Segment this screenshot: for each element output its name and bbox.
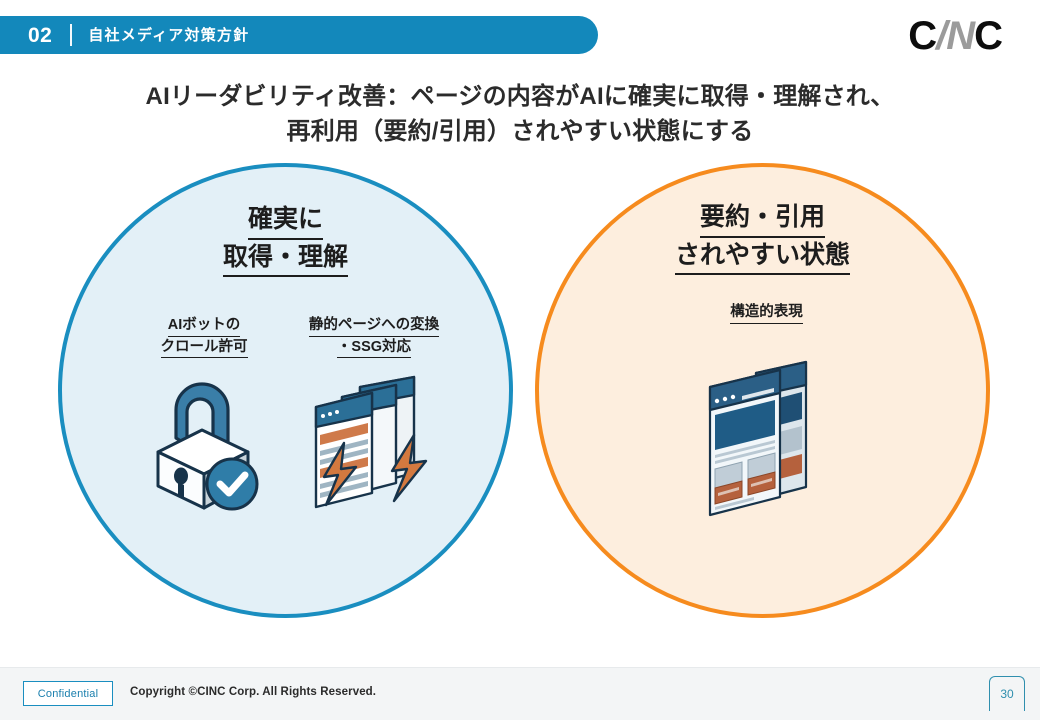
logo-slash-n: /N bbox=[936, 14, 975, 58]
page-title-line1: AIリーダビリティ改善：ページの内容がAIに確実に取得・理解され、 bbox=[145, 83, 895, 110]
item-label-static-ssg-line2: ・SSG対応 bbox=[336, 337, 412, 359]
item-label-ai-bot-crawl-line2: クロール許可 bbox=[160, 337, 248, 359]
circle-left-heading: 確実に 取得・理解 bbox=[62, 202, 509, 277]
logo-c-first: C bbox=[908, 14, 937, 58]
item-label-static-ssg: 静的ページへの変換 ・SSG対応 bbox=[274, 315, 474, 359]
item-label-structured-expression-line1: 構造的表現 bbox=[730, 302, 803, 324]
section-banner: 02 自社メディア対策方針 bbox=[0, 16, 598, 54]
section-number: 02 bbox=[28, 23, 53, 47]
item-label-structured-expression: 構造的表現 bbox=[649, 302, 884, 324]
circle-right-heading-line2: されやすい状態 bbox=[674, 238, 850, 275]
circle-left-heading-line2: 取得・理解 bbox=[222, 240, 348, 277]
page-number-badge: 30 bbox=[989, 676, 1025, 711]
footer: Confidential Copyright ©CINC Corp. All R… bbox=[0, 667, 1040, 720]
structured-pages-icon bbox=[694, 357, 839, 527]
logo-c-last: C bbox=[974, 14, 1003, 58]
item-label-ai-bot-crawl-line1: AIボットの bbox=[167, 315, 241, 337]
item-label-ai-bot-crawl: AIボットの クロール許可 bbox=[124, 315, 284, 359]
circle-right-heading: 要約・引用 されやすい状態 bbox=[539, 200, 986, 275]
page-title: AIリーダビリティ改善：ページの内容がAIに確実に取得・理解され、 再利用（要約… bbox=[60, 80, 980, 150]
confidential-badge: Confidential bbox=[23, 681, 113, 706]
stacked-pages-lightning-icon bbox=[294, 365, 454, 520]
banner-divider bbox=[70, 24, 73, 46]
item-label-static-ssg-line1: 静的ページへの変換 bbox=[308, 315, 440, 337]
cinc-logo: C/NC bbox=[908, 14, 1003, 58]
copyright-text: Copyright ©CINC Corp. All Rights Reserve… bbox=[130, 686, 377, 698]
circle-left-heading-line1: 確実に bbox=[247, 202, 323, 240]
padlock-check-icon bbox=[140, 372, 270, 517]
circle-right-heading-line1: 要約・引用 bbox=[699, 200, 825, 238]
page-title-line2: 再利用（要約/引用）されやすい状態にする bbox=[286, 117, 754, 145]
section-title: 自社メディア対策方針 bbox=[88, 26, 250, 44]
circle-acquire-understand: 確実に 取得・理解 AIボットの クロール許可 静的ページへの変換 ・SSG対応 bbox=[58, 163, 513, 618]
circle-summarize-quote: 要約・引用 されやすい状態 構造的表現 bbox=[535, 163, 990, 618]
